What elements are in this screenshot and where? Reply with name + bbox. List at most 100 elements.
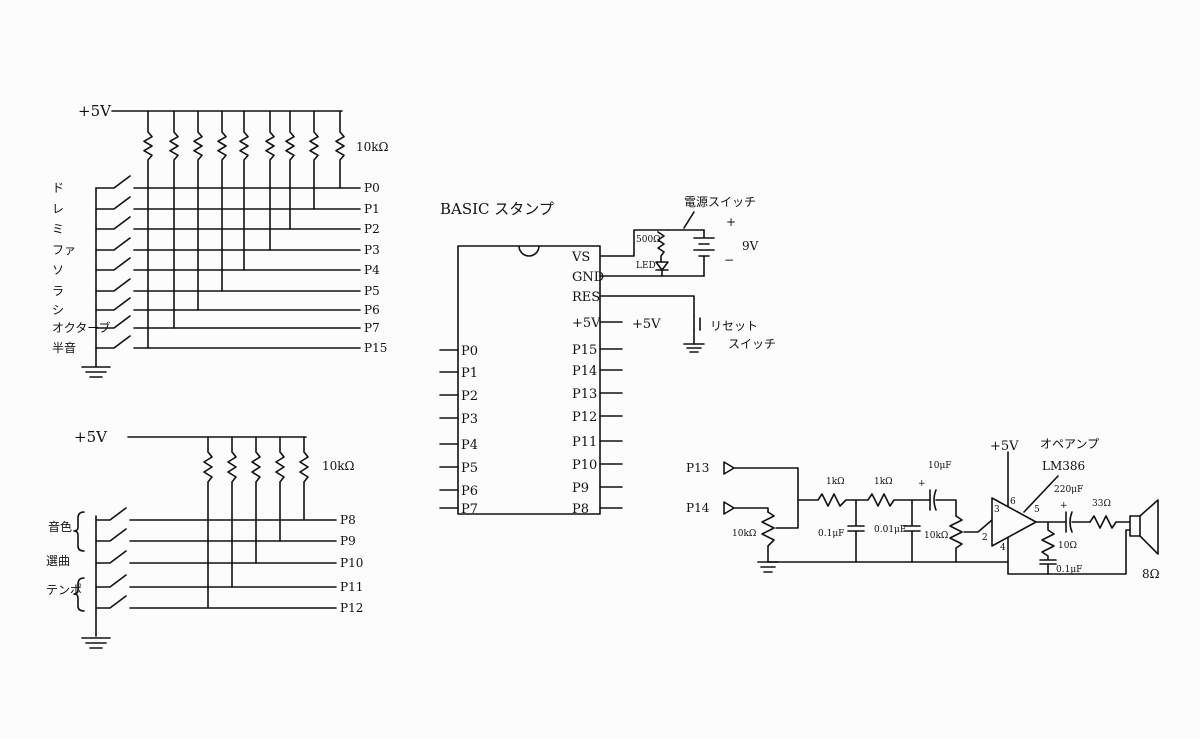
battery-label: 9V [742, 239, 759, 253]
volume-pot [949, 515, 963, 563]
ic-left-pin-label: P6 [461, 484, 478, 499]
switch-line [95, 335, 361, 349]
reset-label-1: リセット [710, 319, 758, 333]
tempo-brace [73, 577, 85, 612]
port-label: P15 [364, 341, 387, 355]
switch-label: ファ [52, 243, 76, 257]
battery [693, 229, 715, 277]
resistor-33ohm [1089, 515, 1131, 529]
c4-label: 220μF [1054, 485, 1083, 495]
port-label: P2 [364, 222, 380, 236]
pullup-resistor [217, 110, 227, 292]
ic-right-pin-label: GND [572, 270, 604, 285]
switch-line [95, 315, 361, 329]
port-label: P10 [340, 556, 363, 570]
switch-line [95, 196, 361, 210]
ic-right-pin-label: P9 [572, 481, 589, 496]
power-switch [667, 211, 705, 231]
switch-line [95, 507, 337, 521]
ic-right-pin-label: P10 [572, 458, 597, 473]
port-label: P3 [364, 243, 380, 257]
port-label: P6 [364, 303, 380, 317]
port-label: P1 [364, 202, 380, 216]
c3-label: 10μF [928, 461, 952, 471]
pin6-label: 6 [1010, 497, 1016, 507]
switch-label: 半音 [52, 340, 76, 355]
ic-body [457, 245, 601, 515]
top-ground-icon [81, 366, 111, 378]
r2-label: 1kΩ [874, 477, 893, 487]
top-supply-label: +5V [78, 102, 112, 120]
switch-line [95, 257, 361, 271]
tone-brace [73, 511, 85, 552]
bottom-supply-label: +5V [74, 428, 108, 446]
pullup-resistor [265, 110, 275, 251]
pullup-resistor [335, 110, 345, 189]
c3-plus: + [918, 479, 926, 489]
switch-line [95, 237, 361, 251]
switch-line [95, 175, 361, 189]
amp-title-2: LM386 [1042, 459, 1085, 473]
pullup-resistor [227, 436, 237, 588]
pullup-resistor [285, 110, 295, 230]
ic-title: BASIC スタンプ [440, 200, 554, 218]
amp-ground-icon [757, 561, 779, 573]
switch-line [95, 278, 361, 292]
port-label: P0 [364, 181, 380, 195]
power-switch-label: 電源スイッチ [684, 195, 756, 209]
switch-label: ミ [52, 222, 64, 236]
led-symbol [655, 261, 669, 271]
amp-title-1: オペアンプ [1040, 437, 1099, 451]
port-label: P4 [364, 263, 380, 277]
switch-label: ラ [52, 284, 64, 298]
ic-right-pin-label: P15 [572, 343, 597, 358]
switch-line [95, 550, 337, 564]
bottom-ground-icon [81, 637, 111, 649]
ic-left-pin-label: P2 [461, 389, 478, 404]
port-label: P12 [340, 601, 363, 615]
switch-label: ソ [52, 263, 64, 277]
reset-wire [599, 295, 695, 317]
ic-right-pin-label: P12 [572, 410, 597, 425]
port-label: P9 [340, 534, 356, 548]
top-resistor-label: 10kΩ [356, 140, 389, 154]
pullup-resistor [203, 436, 213, 609]
bottom-pullup-resistors [203, 436, 309, 609]
cap-220uf [1035, 511, 1091, 533]
switch-line [95, 595, 337, 609]
vs-wire [599, 229, 669, 257]
pullup-resistor [309, 110, 319, 210]
switch-group-label: 選曲 [46, 554, 70, 568]
amp-input-p13: P13 [686, 461, 709, 475]
pullup-resistor [193, 110, 203, 311]
reset-ground-icon [683, 343, 705, 353]
cap-10uf [929, 489, 957, 517]
cap-0-01uf [903, 499, 921, 563]
r3-label: 33Ω [1092, 499, 1111, 509]
pin4-wire [1007, 537, 1061, 575]
battery-minus: − [724, 253, 734, 267]
reset-label-2: スイッチ [728, 337, 776, 351]
switch-group-label: テンポ [46, 583, 82, 597]
power-resistor [657, 231, 665, 263]
c5-label: 0.1μF [1056, 565, 1082, 575]
pullup-resistor [299, 436, 309, 521]
p13-input-wire [723, 461, 799, 501]
speaker-cone [1139, 499, 1159, 555]
r1-label: 1kΩ [826, 477, 845, 487]
pullup-resistor [169, 110, 179, 329]
pin3-label: 3 [994, 505, 1000, 515]
switch-label: シ [52, 303, 64, 317]
led-label: LED [636, 261, 656, 271]
lm386-triangle [991, 497, 1037, 547]
volume-wiper [963, 519, 993, 533]
pin5-label: 5 [1034, 505, 1040, 515]
port-label: P7 [364, 321, 380, 335]
ic-plus5-label: +5V [632, 317, 661, 332]
ic-right-pin-label: VS [571, 250, 590, 265]
